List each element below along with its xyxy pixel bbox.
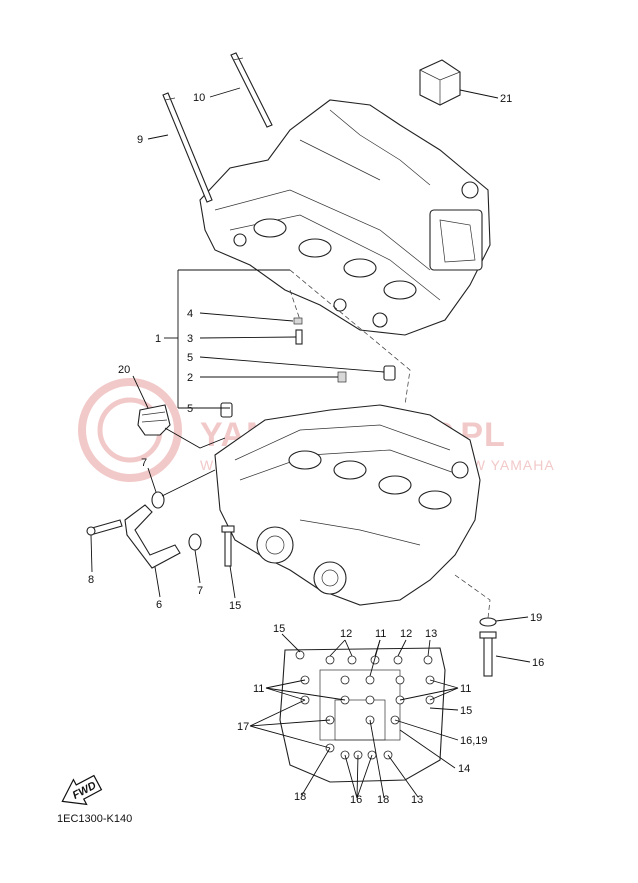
callout-4: 4: [187, 308, 193, 320]
callout-11-right: 11: [460, 683, 471, 695]
part-21-block: [419, 59, 461, 106]
callout-16-bolt: 16: [532, 657, 544, 669]
callout-18-right: 18: [377, 794, 389, 806]
callout-3: 3: [187, 333, 193, 345]
leader-lines: [90, 87, 531, 799]
bolt-15: [221, 525, 235, 567]
callout-5-lower: 5: [187, 403, 193, 415]
callout-9: 9: [137, 134, 143, 146]
callout-1: 1: [155, 333, 161, 345]
crankcase-bottom-view: [279, 647, 446, 783]
callout-7-upper: 7: [141, 457, 147, 469]
callout-16-bottom: 16: [350, 794, 362, 806]
callout-2: 2: [187, 372, 193, 384]
callout-16-19: 16,19: [460, 735, 488, 747]
callout-labels: 1 2 3 4 5 5 6 7 7 8 9 10 11 11 11 12 12 …: [88, 92, 544, 806]
callout-14: 14: [458, 763, 470, 775]
callout-8: 8: [88, 574, 94, 586]
callout-6: 6: [156, 599, 162, 611]
callout-12-right: 12: [400, 628, 412, 640]
callout-11-top: 11: [375, 628, 386, 640]
callout-20: 20: [118, 364, 130, 376]
callout-15-bottom-left: 15: [273, 623, 285, 635]
callout-5-upper: 5: [187, 352, 193, 364]
callout-11-left: 11: [253, 683, 264, 695]
callout-10: 10: [193, 92, 205, 104]
callout-7-lower: 7: [197, 585, 203, 597]
callout-13-bottom: 13: [411, 794, 423, 806]
fwd-arrow-icon: FWD: [61, 774, 103, 806]
upper-crankcase: [199, 99, 491, 336]
callout-15-bottom-right: 15: [460, 705, 472, 717]
callout-17: 17: [237, 721, 249, 733]
stud-bolts: [162, 52, 273, 203]
callout-21: 21: [500, 93, 512, 105]
lower-crankcase: [214, 404, 481, 606]
oil-pipe-assembly: [86, 491, 202, 569]
callout-18-left: 18: [294, 791, 306, 803]
diagram-code: 1EC1300-K140: [57, 813, 132, 825]
small-parts: [220, 317, 396, 418]
callout-19: 19: [530, 612, 542, 624]
callout-12-left: 12: [340, 628, 352, 640]
oil-filler-cap: [137, 404, 171, 436]
callout-13-top: 13: [425, 628, 437, 640]
callout-15-bolt: 15: [229, 600, 241, 612]
bolt-16-washer-19: [479, 617, 497, 677]
